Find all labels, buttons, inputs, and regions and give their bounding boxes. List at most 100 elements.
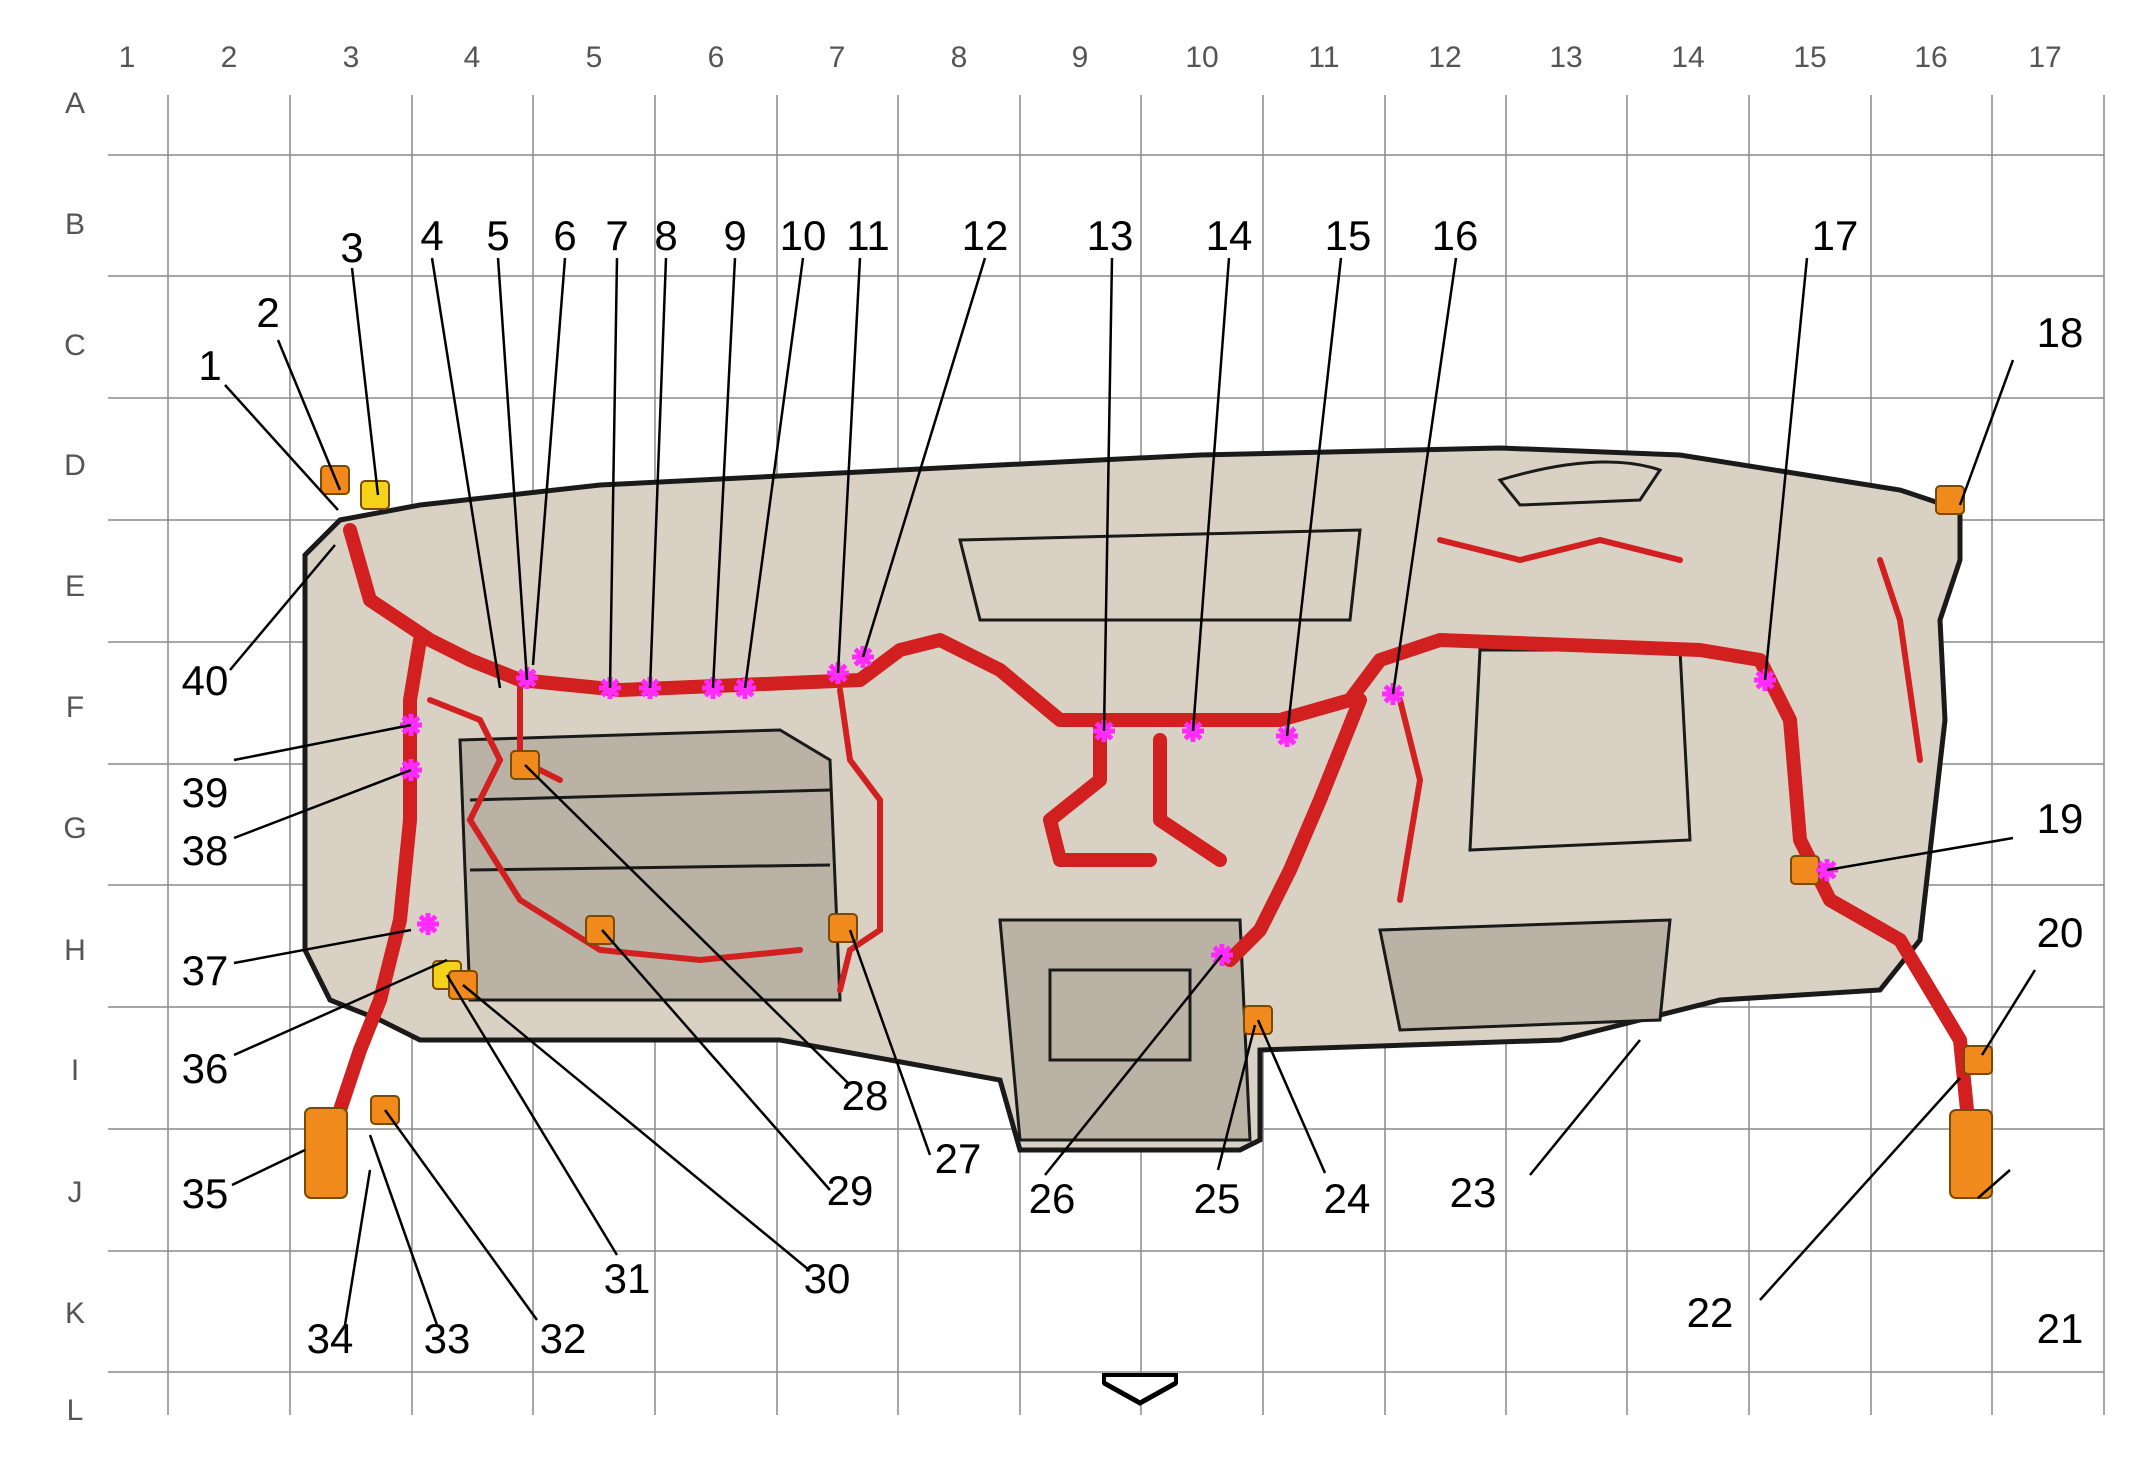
callout-leader-line xyxy=(233,723,412,762)
callout-number: 28 xyxy=(842,1072,889,1119)
callout-number: 25 xyxy=(1194,1175,1241,1222)
row-label: G xyxy=(63,812,86,845)
callout-number: 2 xyxy=(256,289,279,336)
callout-leader-line xyxy=(1826,836,2014,872)
callout-number: 11 xyxy=(846,212,890,259)
column-label: 13 xyxy=(1549,41,1582,74)
callout-leader-line xyxy=(861,257,987,658)
callout-number: 13 xyxy=(1087,212,1134,259)
callout-number: 33 xyxy=(424,1315,471,1362)
callout-number: 31 xyxy=(604,1255,651,1302)
callout-leader-line xyxy=(1256,1019,1327,1174)
row-label: J xyxy=(68,1176,83,1209)
callout-leader-line xyxy=(368,1134,439,1326)
column-label: 8 xyxy=(951,41,968,74)
callout-leader-line xyxy=(1980,969,2037,1056)
column-label: 17 xyxy=(2028,41,2061,74)
callout-leader-line xyxy=(711,257,737,689)
callout-leader-line xyxy=(1958,359,2015,506)
callout-number: 19 xyxy=(2037,795,2084,842)
row-label: L xyxy=(67,1394,84,1427)
callout-number: 6 xyxy=(553,212,576,259)
row-label: B xyxy=(65,208,85,241)
column-label: 9 xyxy=(1072,41,1089,74)
column-label: 4 xyxy=(464,41,481,74)
callout-leader-line xyxy=(462,984,810,1271)
callout-leader-line xyxy=(601,929,831,1191)
callout-number: 17 xyxy=(1812,212,1859,259)
callout-leader-line xyxy=(1759,1077,1961,1301)
row-label: D xyxy=(64,449,86,482)
connector-icon xyxy=(360,480,390,510)
splice-marker-icon xyxy=(417,913,439,935)
callout-leader-line xyxy=(1285,257,1343,737)
callout-number: 5 xyxy=(486,212,509,259)
callout-number: 27 xyxy=(935,1135,982,1182)
callout-leader-line xyxy=(608,257,619,689)
row-label: A xyxy=(65,87,85,120)
column-label: 2 xyxy=(221,41,238,74)
callout-number: 34 xyxy=(307,1315,354,1362)
callout-leader-line xyxy=(233,958,448,1057)
callout-leader-line xyxy=(531,257,567,666)
callout-leader-line xyxy=(1529,1039,1641,1176)
callout-number: 37 xyxy=(182,947,229,994)
callout-leader-line xyxy=(524,764,851,1086)
row-label: K xyxy=(65,1297,85,1330)
callout-leader-line xyxy=(1763,257,1809,681)
callout-number: 35 xyxy=(182,1170,229,1217)
connector-icon xyxy=(828,913,858,943)
callout-number: 7 xyxy=(605,212,628,259)
callout-leader-line xyxy=(350,267,380,496)
callout-number: 10 xyxy=(780,212,827,259)
callout-leader-line xyxy=(276,339,342,491)
callout-number: 20 xyxy=(2037,909,2084,956)
callout-leader-line xyxy=(648,257,668,689)
column-label: 6 xyxy=(708,41,725,74)
connector-icon xyxy=(1790,855,1820,885)
column-label: 11 xyxy=(1308,41,1339,74)
callout-number: 14 xyxy=(1206,212,1253,259)
callout-number: 12 xyxy=(962,212,1009,259)
callout-number: 36 xyxy=(182,1045,229,1092)
row-label: E xyxy=(65,570,85,603)
callout-leader-line xyxy=(1391,257,1458,695)
callout-leader-line xyxy=(445,974,619,1256)
callout-number: 32 xyxy=(540,1315,587,1362)
callout-leader-line xyxy=(848,929,932,1156)
callout-number: 24 xyxy=(1324,1175,1371,1222)
chevron-down-icon xyxy=(1102,1373,1178,1406)
callout-leader-line xyxy=(233,928,412,965)
callout-number: 8 xyxy=(654,212,677,259)
callout-leader-line xyxy=(343,1169,372,1326)
callout-leader-line xyxy=(1977,1169,2011,1199)
callout-number: 21 xyxy=(2037,1305,2084,1352)
callout-number: 3 xyxy=(340,224,363,271)
callout-number: 16 xyxy=(1432,212,1479,259)
column-label: 14 xyxy=(1671,41,1704,74)
connector-icon xyxy=(1963,1045,1993,1075)
column-label: 12 xyxy=(1428,41,1461,74)
row-label: I xyxy=(71,1054,79,1087)
callout-number: 9 xyxy=(723,212,746,259)
connector-icon xyxy=(304,1107,348,1199)
callout-number: 18 xyxy=(2037,309,2084,356)
callout-number: 4 xyxy=(420,212,443,259)
instrument-panel-body xyxy=(302,445,1963,1153)
callout-leader-line xyxy=(1044,954,1223,1176)
callout-number: 39 xyxy=(182,769,229,816)
callout-leader-line xyxy=(836,257,862,674)
connector-icon xyxy=(1935,485,1965,515)
callout-leader-line xyxy=(224,384,339,511)
callout-leader-line xyxy=(383,1109,539,1321)
row-label: C xyxy=(64,329,86,362)
callout-leader-line xyxy=(231,1148,306,1187)
callout-leader-line xyxy=(229,544,336,671)
column-label: 16 xyxy=(1914,41,1947,74)
callout-leader-line xyxy=(1191,257,1231,732)
column-label: 15 xyxy=(1793,41,1826,74)
